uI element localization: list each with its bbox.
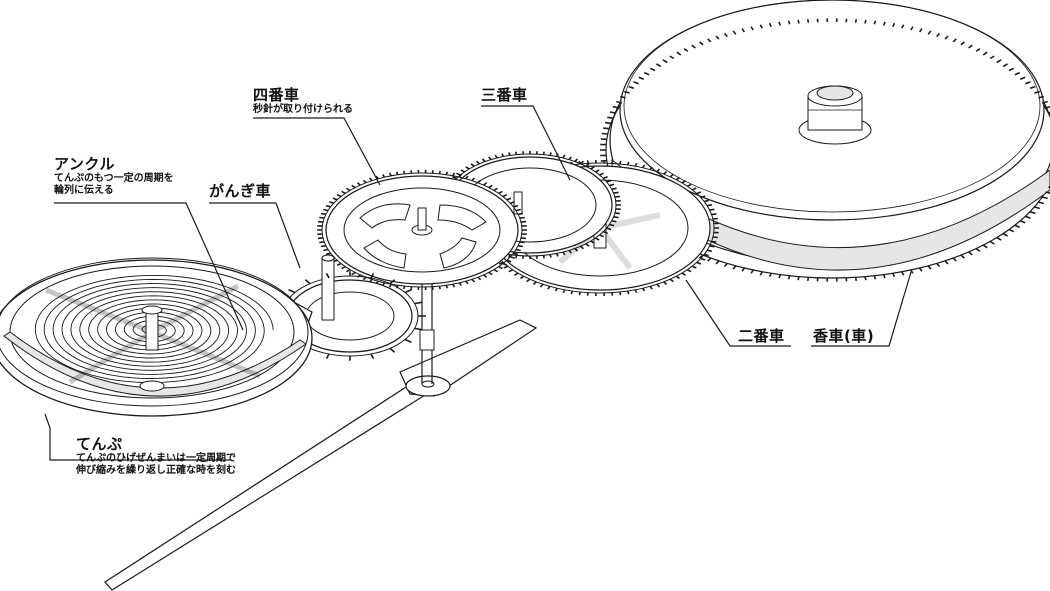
second-wheel-title: 二番車 [738, 327, 785, 345]
label-barrel: 香車(車) [813, 327, 874, 345]
fourth-wheel [317, 169, 527, 291]
fourth-wheel-desc: 秒針が取り付けられる [253, 104, 353, 115]
leader-lines [44, 105, 912, 461]
label-fourth-wheel: 四番車 秒針が取り付けられる [253, 86, 353, 116]
gear-teeth [317, 169, 527, 291]
balance-wheel [0, 257, 313, 417]
barrel-wheel [600, 0, 1050, 282]
balance-wheel-desc-2: 伸び縮みを繰り返し正確な時を刻む [76, 465, 236, 476]
pallet-fork-desc-2: 輪列に伝える [54, 185, 114, 196]
fourth-wheel-title: 四番車 [253, 86, 300, 104]
label-pallet-fork: アンクル てんぷのもつ一定の周期を 輪列に伝える [54, 155, 174, 197]
label-second-wheel: 二番車 [738, 327, 785, 345]
label-balance-wheel: てんぷ てんぷのひげぜんまいは一定周期で 伸び縮みを繰り返し正確な時を刻む [76, 435, 236, 477]
label-escape-wheel: がんぎ車 [209, 182, 271, 200]
label-third-wheel: 三番車 [481, 86, 528, 104]
escape-wheel-title: がんぎ車 [209, 182, 272, 200]
hairspring-coil [34, 274, 274, 384]
pallet-fork-title: アンクル [54, 155, 115, 173]
balance-wheel-title: てんぷ [76, 435, 123, 453]
pallet-fork-desc-1: てんぷのもつ一定の周期を [54, 173, 174, 184]
barrel-title: 香車(車) [813, 327, 875, 345]
stem-arm [104, 282, 538, 591]
third-wheel-title: 三番車 [481, 86, 528, 104]
balance-wheel-desc-1: てんぷのひげぜんまいは一定周期で [76, 453, 236, 464]
